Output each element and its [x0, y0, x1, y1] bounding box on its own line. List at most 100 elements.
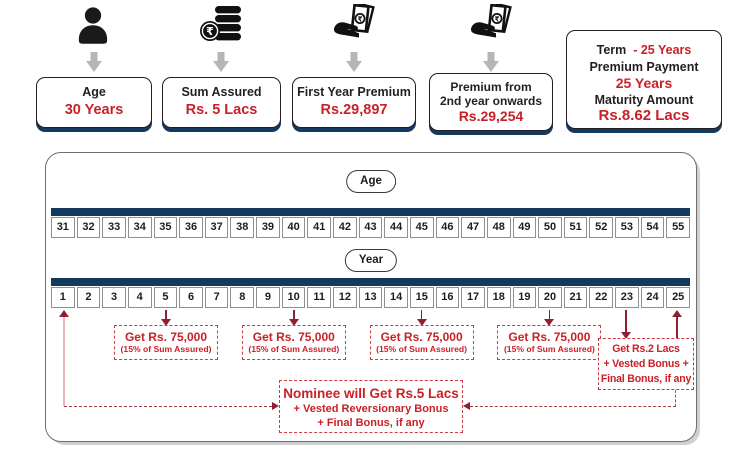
year-cell: 20 — [538, 287, 562, 308]
cash-in-hand-icon: ₹ — [332, 2, 376, 49]
age-axis-bar — [51, 208, 690, 216]
term-line: Term - 25 Years — [596, 43, 692, 57]
payout-note-year20: Get Rs. 75,000 (15% of Sum Assured) — [497, 325, 602, 360]
year-cell: 14 — [384, 287, 408, 308]
maturity-connector-line — [625, 310, 627, 332]
age-axis-pill: Age — [346, 170, 396, 193]
age-cell: 44 — [384, 217, 408, 238]
payout-connector-line — [165, 310, 167, 319]
year-cell: 17 — [461, 287, 485, 308]
age-cell: 31 — [51, 217, 75, 238]
payout-note-year15: Get Rs. 75,000 (15% of Sum Assured) — [369, 325, 474, 360]
down-arrow-icon — [483, 52, 499, 72]
arrow-up-icon — [58, 310, 69, 317]
renewal-premium-card: Premium from 2nd year onwards Rs.29,254 — [429, 73, 553, 131]
card-title: Age — [82, 85, 106, 99]
svg-text:₹: ₹ — [495, 15, 500, 23]
age-cell: 54 — [640, 217, 665, 238]
age-cell: 53 — [615, 217, 639, 238]
card-value: 30 Years — [64, 102, 124, 118]
arrow-up-icon — [672, 310, 683, 317]
svg-text:₹: ₹ — [358, 15, 363, 23]
age-cell: 40 — [281, 217, 306, 238]
year-cell: 5 — [153, 287, 178, 308]
first-year-premium-card: First Year Premium Rs.29,897 — [292, 77, 416, 128]
year-cell: 23 — [615, 287, 639, 308]
down-arrow-icon — [346, 52, 362, 72]
year-cell: 8 — [230, 287, 255, 308]
death-benefit-note: Nominee will Get Rs.5 Lacs + Vested Reve… — [279, 380, 463, 433]
year-cell: 4 — [127, 287, 152, 308]
age-cell: 47 — [461, 217, 485, 238]
svg-text:₹: ₹ — [206, 25, 214, 38]
death-benefit-connector — [63, 317, 65, 406]
death-benefit-connector — [470, 405, 676, 407]
year-cell: 10 — [281, 287, 306, 308]
year-cell: 9 — [256, 287, 280, 308]
year-cell: 3 — [102, 287, 126, 308]
maturity-connector-line — [676, 317, 678, 338]
premium-payment-label: Premium Payment — [589, 59, 699, 74]
premium-payment-value: 25 Years — [615, 75, 673, 91]
age-cell: 48 — [486, 217, 511, 238]
payout-note-year10: Get Rs. 75,000 (15% of Sum Assured) — [241, 325, 346, 360]
age-cell: 41 — [307, 217, 332, 238]
year-cell: 24 — [640, 287, 665, 308]
death-benefit-connector — [64, 405, 272, 407]
cash-in-hand-icon: ₹ — [469, 2, 513, 49]
maturity-amount-value: Rs.8.62 Lacs — [598, 107, 690, 124]
rupee-coins-icon: ₹ — [199, 5, 243, 50]
age-cell: 49 — [512, 217, 537, 238]
card-title: Premium from — [450, 80, 532, 94]
payout-connector-line — [548, 310, 551, 319]
age-cell: 39 — [256, 217, 280, 238]
arrow-left-icon — [463, 402, 470, 410]
age-cell: 46 — [435, 217, 460, 238]
death-benefit-connector — [675, 390, 677, 407]
year-cell: 12 — [333, 287, 357, 308]
year-cell: 11 — [307, 287, 332, 308]
card-value: Rs.29,897 — [320, 102, 388, 118]
card-title: First Year Premium — [297, 85, 411, 99]
card-title: 2nd year onwards — [439, 94, 543, 108]
year-cell: 15 — [409, 287, 434, 308]
year-cell: 25 — [666, 287, 691, 308]
sum-assured-card: Sum Assured Rs. 5 Lacs — [162, 77, 281, 128]
maturity-amount-label: Maturity Amount — [594, 92, 694, 107]
age-cell: 52 — [589, 217, 614, 238]
age-card: Age 30 Years — [36, 77, 152, 128]
age-cell: 36 — [179, 217, 203, 238]
payout-note-year5: Get Rs. 75,000 (15% of Sum Assured) — [114, 325, 218, 360]
age-cell: 43 — [358, 217, 383, 238]
year-axis-bar — [51, 278, 690, 286]
age-cell: 34 — [127, 217, 152, 238]
age-cell: 51 — [563, 217, 588, 238]
age-cell: 37 — [204, 217, 229, 238]
age-cell: 45 — [409, 217, 434, 238]
arrow-down-icon — [161, 319, 171, 326]
age-cell: 35 — [153, 217, 178, 238]
down-arrow-icon — [213, 52, 229, 72]
year-cell: 16 — [435, 287, 460, 308]
year-cell: 21 — [563, 287, 588, 308]
year-cell: 7 — [204, 287, 229, 308]
age-cell: 38 — [230, 217, 255, 238]
payout-connector-line — [293, 310, 295, 319]
age-cell: 50 — [538, 217, 562, 238]
age-cell: 42 — [333, 217, 357, 238]
year-cell: 18 — [486, 287, 511, 308]
age-cell: 55 — [666, 217, 691, 238]
year-cell: 13 — [358, 287, 383, 308]
down-arrow-icon — [86, 52, 102, 72]
policy-summary-card: Term - 25 Years Premium Payment 25 Years… — [566, 30, 722, 129]
arrow-down-icon — [416, 319, 427, 326]
year-cell: 2 — [76, 287, 101, 308]
arrow-right-icon — [272, 402, 279, 410]
year-cell: 6 — [179, 287, 203, 308]
maturity-benefit-note: Get Rs.2 Lacs + Vested Bonus + Final Bon… — [598, 338, 694, 390]
arrow-down-icon — [621, 332, 632, 339]
